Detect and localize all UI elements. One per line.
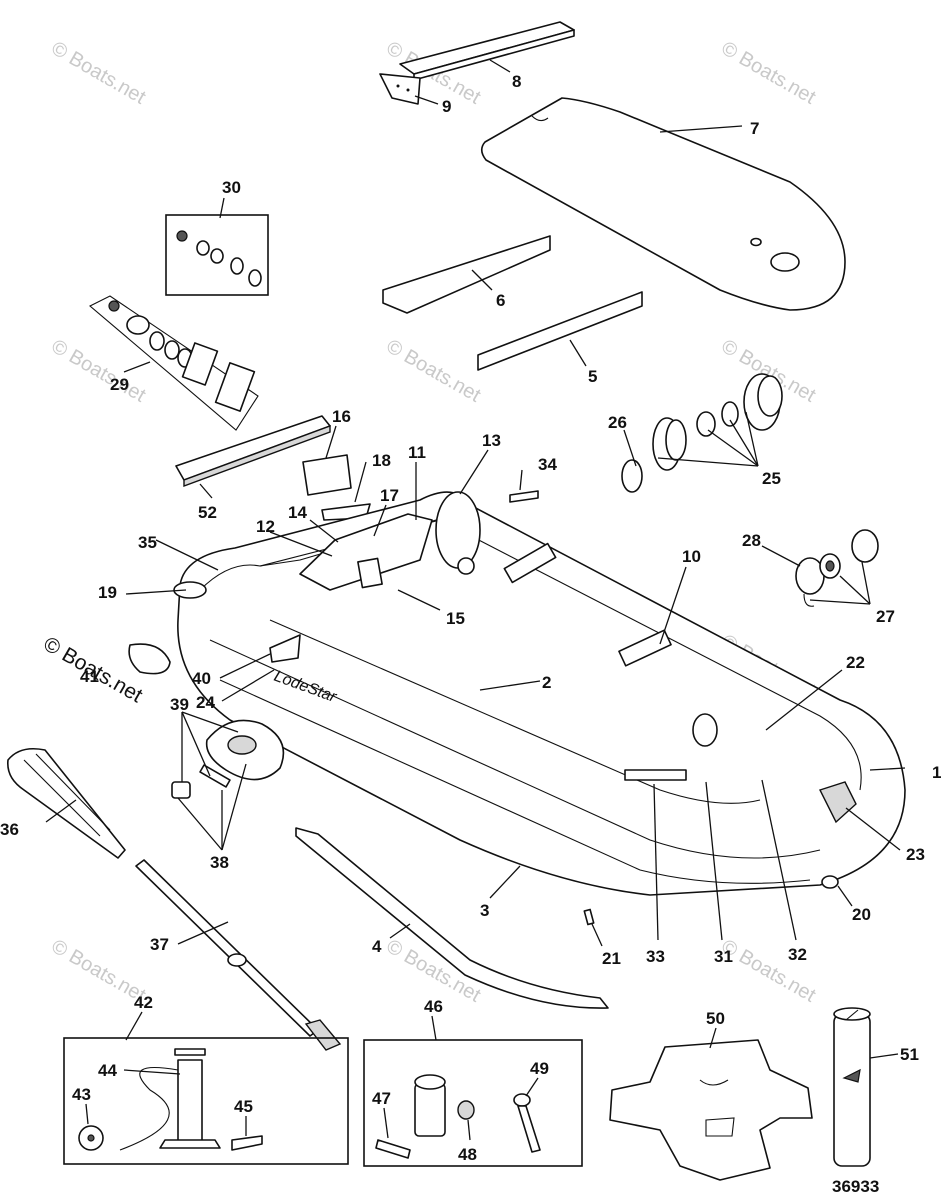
oring-kit-part — [176, 230, 262, 287]
watermark: © Boats.net — [48, 335, 150, 407]
part-label-9: 9 — [442, 97, 451, 116]
part-label-42: 42 — [134, 993, 153, 1012]
part-label-24: 24 — [196, 693, 215, 712]
part-label-17: 17 — [380, 486, 399, 505]
part-label-36: 36 — [0, 820, 19, 839]
part-label-7: 7 — [750, 119, 759, 138]
repair-kit-part — [375, 1074, 541, 1159]
drain-plug-part — [583, 908, 595, 926]
part-label-18: 18 — [372, 451, 391, 470]
part-label-23: 23 — [906, 845, 925, 864]
part-label-8: 8 — [512, 72, 521, 91]
part-label-19: 19 — [98, 583, 117, 602]
oarlock-assembly-part — [171, 719, 285, 799]
part-label-1: 1 — [932, 763, 941, 782]
part-label-32: 32 — [788, 945, 807, 964]
part-label-50: 50 — [706, 1009, 725, 1028]
valve-assembly-part — [108, 300, 256, 412]
part-label-27: 27 — [876, 607, 895, 626]
floor-panel-part — [477, 291, 643, 371]
rub-strake-part — [295, 827, 609, 1009]
repair-kit-box — [363, 1039, 583, 1167]
watermark: © Boats.net — [718, 37, 820, 109]
part-label-35: 35 — [138, 533, 157, 552]
part-label-37: 37 — [150, 935, 169, 954]
leader-lines — [45, 59, 906, 1141]
part-label-31: 31 — [714, 947, 733, 966]
part-label-13: 13 — [482, 431, 501, 450]
floorboard-part — [480, 97, 846, 311]
part-label-39: 39 — [170, 695, 189, 714]
part-label-2: 2 — [542, 673, 551, 692]
part-label-33: 33 — [646, 947, 665, 966]
part-label-5: 5 — [588, 367, 597, 386]
watermark: © Boats.net — [48, 37, 150, 109]
part-label-26: 26 — [608, 413, 627, 432]
floor-panel-part — [382, 235, 551, 314]
pump-kit-part — [78, 1048, 263, 1151]
part-label-49: 49 — [530, 1059, 549, 1078]
part-number-labels: 1 2 3 4 5 6 7 8 9 10 11 12 13 14 15 16 1… — [0, 72, 941, 1196]
part-label-40: 40 — [192, 669, 211, 688]
oring-kit-box — [165, 214, 269, 296]
part-label-29: 29 — [110, 375, 129, 394]
watermark: © Boats.net — [383, 335, 485, 407]
part-label-46: 46 — [424, 997, 443, 1016]
part-label-48: 48 — [458, 1145, 477, 1164]
boat-cover-part — [609, 1039, 813, 1181]
inflation-valve-part — [621, 373, 783, 493]
keel-strip-part — [175, 415, 331, 488]
seat-clip-part — [379, 73, 421, 105]
part-label-43: 43 — [72, 1085, 91, 1104]
oar-shaft-part — [135, 859, 342, 1051]
seat-strip-part — [399, 21, 575, 81]
handle-part — [269, 634, 301, 663]
storage-bag-part — [833, 1007, 871, 1167]
valve-kit-outline — [89, 295, 259, 431]
part-label-16: 16 — [332, 407, 351, 426]
part-label-34: 34 — [538, 455, 557, 474]
part-label-25: 25 — [762, 469, 781, 488]
part-label-15: 15 — [446, 609, 465, 628]
part-label-4: 4 — [372, 937, 382, 956]
patch-part — [302, 454, 352, 496]
part-label-12: 12 — [256, 517, 275, 536]
part-label-21: 21 — [602, 949, 621, 968]
valve-cap-part — [795, 529, 879, 607]
part-label-11: 11 — [408, 443, 426, 462]
part-label-10: 10 — [682, 547, 701, 566]
pump-kit-box — [63, 1037, 349, 1165]
inflatable-boat-part: LodeStar — [173, 491, 906, 896]
figure-number: 36933 — [832, 1177, 879, 1196]
part-label-20: 20 — [852, 905, 871, 924]
part-label-51: 51 — [900, 1045, 919, 1064]
part-label-52: 52 — [198, 503, 217, 522]
part-label-41: 41 — [80, 667, 99, 686]
part-label-30: 30 — [222, 178, 241, 197]
oar-lock-part — [128, 643, 171, 675]
oar-blade-part — [7, 747, 126, 859]
tow-ring-part — [821, 875, 839, 889]
wear-strip-part — [509, 490, 539, 503]
part-label-45: 45 — [234, 1097, 253, 1116]
part-label-6: 6 — [496, 291, 505, 310]
part-label-22: 22 — [846, 653, 865, 672]
part-label-3: 3 — [480, 901, 489, 920]
part-label-38: 38 — [210, 853, 229, 872]
part-label-28: 28 — [742, 531, 761, 550]
part-label-47: 47 — [372, 1089, 391, 1108]
part-label-44: 44 — [98, 1061, 117, 1080]
part-label-14: 14 — [288, 503, 307, 522]
